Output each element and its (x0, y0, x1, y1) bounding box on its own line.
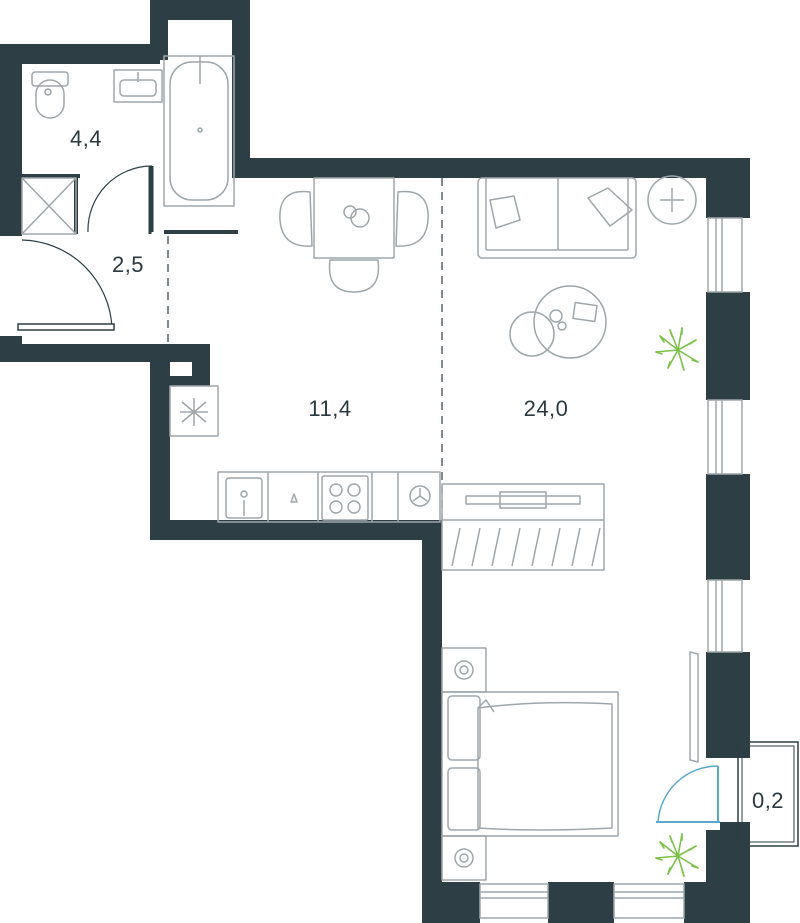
fridge-icon (169, 385, 219, 437)
zone-dividers (167, 178, 443, 520)
plant-icon (655, 327, 699, 877)
nightstand-icon (441, 647, 487, 881)
washbasin-icon (113, 69, 163, 103)
mirror-icon (689, 651, 699, 763)
tv-unit-icon (441, 483, 605, 571)
windows (479, 217, 743, 919)
kitchen-counter (217, 471, 441, 523)
sofa-icon (477, 177, 637, 259)
coffee-table-icon (509, 285, 607, 359)
area-balcony: 0,2 (752, 788, 784, 813)
doors (17, 165, 720, 823)
balcony (737, 741, 799, 847)
stove-icon (321, 475, 369, 521)
area-hallway: 2,5 (112, 252, 144, 277)
tap-icon (290, 493, 298, 503)
area-kitchen: 11,4 (308, 396, 351, 421)
area-labels: 4,4 2,5 11,4 24,0 0,2 (70, 126, 784, 813)
oven-icon (409, 485, 431, 507)
area-bathroom: 4,4 (70, 126, 102, 151)
bathtub-icon (163, 55, 235, 207)
sink-icon (225, 477, 263, 519)
dining-table-icon (279, 177, 429, 293)
area-living-room: 24,0 (524, 396, 569, 421)
wardrobe-icon (21, 177, 77, 235)
furniture (21, 55, 699, 881)
bed-icon (441, 691, 619, 837)
walls (0, 0, 750, 923)
floor-lamp-icon (647, 175, 697, 225)
toilet-icon (31, 71, 69, 119)
